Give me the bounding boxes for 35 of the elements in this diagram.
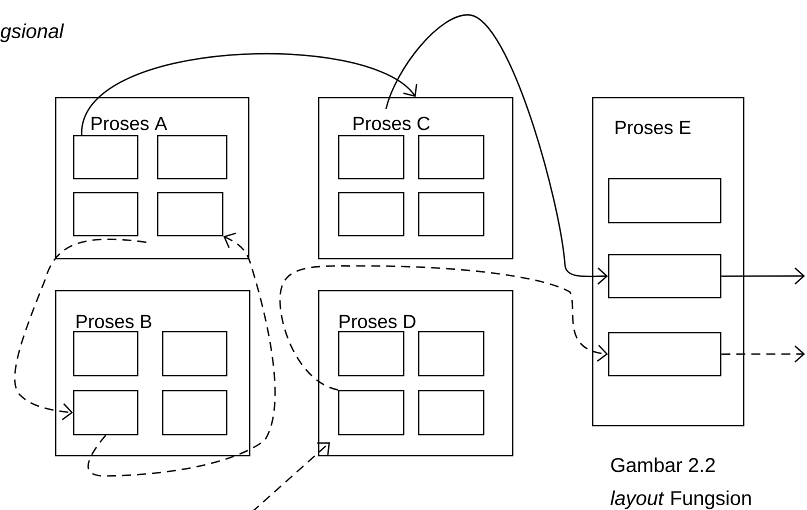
sub-box	[157, 135, 228, 180]
sub-box	[338, 331, 404, 376]
arrow	[721, 267, 805, 285]
process-box: Proses B	[55, 290, 250, 456]
process-box: Proses C	[318, 97, 514, 260]
sub-box	[162, 331, 228, 376]
arrow	[252, 442, 330, 510]
sub-box	[608, 332, 722, 376]
sub-box	[418, 192, 484, 236]
process-box: Proses D	[318, 290, 514, 456]
arrow	[385, 14, 608, 285]
sub-box	[73, 331, 138, 376]
arrow	[80, 52, 418, 136]
sub-box	[162, 390, 228, 436]
sub-box	[418, 135, 484, 180]
sub-box	[608, 178, 722, 224]
sub-box	[338, 135, 404, 180]
sub-box	[338, 390, 404, 436]
sub-box	[338, 192, 404, 236]
sub-box	[157, 192, 224, 236]
process-box: Proses A	[55, 97, 250, 260]
arrow	[14, 238, 146, 420]
caption-text: Gambar 2.2	[611, 458, 715, 472]
arrow	[88, 232, 276, 477]
sub-box	[73, 390, 138, 436]
caption-text: layout Fungsion	[610, 490, 751, 510]
sub-box	[608, 254, 722, 298]
process-box: Proses E	[592, 97, 744, 426]
sub-box	[73, 192, 138, 236]
arrow	[721, 345, 805, 363]
arrow	[279, 265, 608, 391]
sub-box	[418, 390, 484, 436]
sub-box	[418, 331, 484, 376]
sub-box	[73, 135, 138, 180]
caption-text: gsional	[0, 24, 64, 42]
